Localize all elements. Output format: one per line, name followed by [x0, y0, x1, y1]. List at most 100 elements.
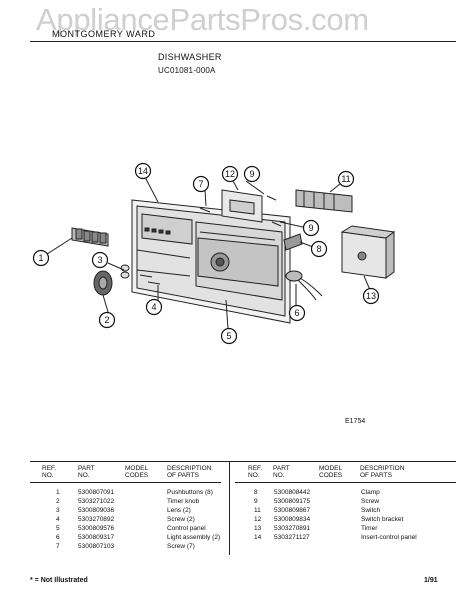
part-no: 5300809834 [274, 516, 311, 523]
col-ref-line1: REF. [42, 465, 57, 472]
col-part-line2: NO. [78, 472, 90, 479]
callout-label: 9 [249, 169, 254, 179]
part-description: Lens (2) [167, 507, 191, 514]
part-no: 5300809317 [78, 534, 115, 541]
callout-5 [220, 327, 238, 345]
callout-label: 4 [151, 302, 156, 312]
col-part-line2: NO. [273, 472, 285, 479]
col-part-header: PART NO. [78, 465, 95, 479]
part-no: 5303271127 [274, 534, 310, 541]
callout-label: 11 [341, 174, 350, 184]
col-ref-header: REF. NO. [42, 465, 56, 479]
col-desc-header-right: DESCRIPTION OF PARTS [360, 465, 404, 479]
revision-date: 1/91 [424, 577, 438, 584]
table-center-divider [229, 461, 230, 555]
col-desc-line2: OF PARTS [167, 472, 199, 479]
timer-drawing [340, 225, 396, 279]
part-no: 5303271022 [78, 498, 115, 505]
part-no: 5300808442 [274, 489, 311, 496]
callout-label: 5 [226, 331, 231, 341]
part-no: 5300809576 [78, 525, 115, 532]
part-description: Screw (2) [167, 516, 195, 523]
part-no: 5300807103 [78, 543, 115, 550]
ref-no: 11 [254, 507, 261, 514]
col-ref-line2: NO. [248, 472, 260, 479]
product-title: DISHWASHER [158, 52, 222, 62]
callout-label: 13 [366, 291, 376, 301]
part-description: Screw (7) [167, 543, 195, 550]
part-description: Light assembly (2) [167, 534, 221, 541]
col-desc-line1: DESCRIPTION [360, 465, 405, 472]
col-part-line1: PART [273, 465, 290, 472]
footnote: * = Not Illustrated [30, 577, 88, 584]
callout-2 [98, 311, 116, 329]
col-desc-line2: OF PARTS [360, 472, 392, 479]
ref-no: 13 [254, 525, 262, 532]
timer-knob-drawing [93, 270, 113, 296]
callout-3 [91, 251, 109, 269]
switch-bracket-drawing [221, 189, 263, 223]
control-panel-drawing [131, 199, 291, 324]
col-ref-header-right: REF. NO. [248, 465, 262, 479]
part-no: 5300809036 [78, 507, 115, 514]
part-description: Clamp [361, 489, 380, 496]
part-description: Pushbuttons (8) [167, 489, 213, 496]
callout-7 [192, 175, 210, 193]
part-no: 5300807091 [78, 489, 115, 496]
table-row: 13 5303270891 Timer [254, 524, 417, 533]
col-model-line1: MODEL [319, 465, 343, 472]
callout-12 [221, 165, 239, 183]
brand-name: MONTGOMERY WARD [52, 29, 156, 39]
header-divider [30, 41, 456, 42]
callout-11 [337, 170, 355, 188]
ref-no: 3 [56, 507, 60, 514]
col-ref-line2: NO. [42, 472, 54, 479]
part-description: Timer [361, 525, 378, 532]
ref-no: 14 [254, 534, 262, 541]
model-code: UC01081-000A [158, 66, 216, 75]
part-no: 5303270891 [274, 525, 311, 532]
part-description: Screw [361, 498, 380, 505]
callout-label: 14 [138, 166, 148, 176]
ref-no: 5 [56, 525, 60, 532]
part-description: Switch bracket [361, 516, 404, 523]
part-description: Switch [361, 507, 381, 514]
col-part-header-right: PART NO. [273, 465, 290, 479]
col-model-line1: MODEL [125, 465, 149, 472]
ref-no: 6 [56, 534, 60, 541]
ref-no: 2 [56, 498, 60, 505]
callout-9-lower [302, 219, 320, 237]
col-model-header-right: MODEL CODES [319, 465, 342, 479]
part-no: 5300809867 [274, 507, 311, 514]
col-model-header: MODEL CODES [125, 465, 148, 479]
table-row: 11 5300809867 Switch [254, 506, 417, 515]
table-row: 3 5300809036 Lens (2) [56, 506, 220, 515]
ref-no: 4 [56, 516, 60, 523]
callout-label: 1 [38, 253, 43, 263]
pushbuttons-drawing [71, 227, 109, 247]
callout-14 [134, 162, 152, 180]
part-description: Timer knob [167, 498, 200, 505]
col-desc-line1: DESCRIPTION [167, 465, 212, 472]
table-row: 6 5300809317 Light assembly (2) [56, 533, 220, 542]
switch-drawing [295, 189, 353, 213]
callout-label: 8 [316, 244, 321, 254]
col-model-line2: CODES [319, 472, 343, 479]
part-no: 5300809175 [274, 498, 311, 505]
table-top-rule [30, 461, 456, 462]
col-ref-line1: REF. [248, 465, 263, 472]
table-row: 9 5300809175 Screw [254, 497, 417, 506]
callout-label: 3 [97, 255, 102, 265]
col-part-line1: PART [78, 465, 95, 472]
callout-13 [362, 287, 380, 305]
col-model-line2: CODES [125, 472, 149, 479]
ref-no: 12 [254, 516, 262, 523]
callout-label: 7 [198, 179, 203, 189]
ref-no: 9 [254, 498, 258, 505]
header-underline-right [235, 482, 456, 483]
